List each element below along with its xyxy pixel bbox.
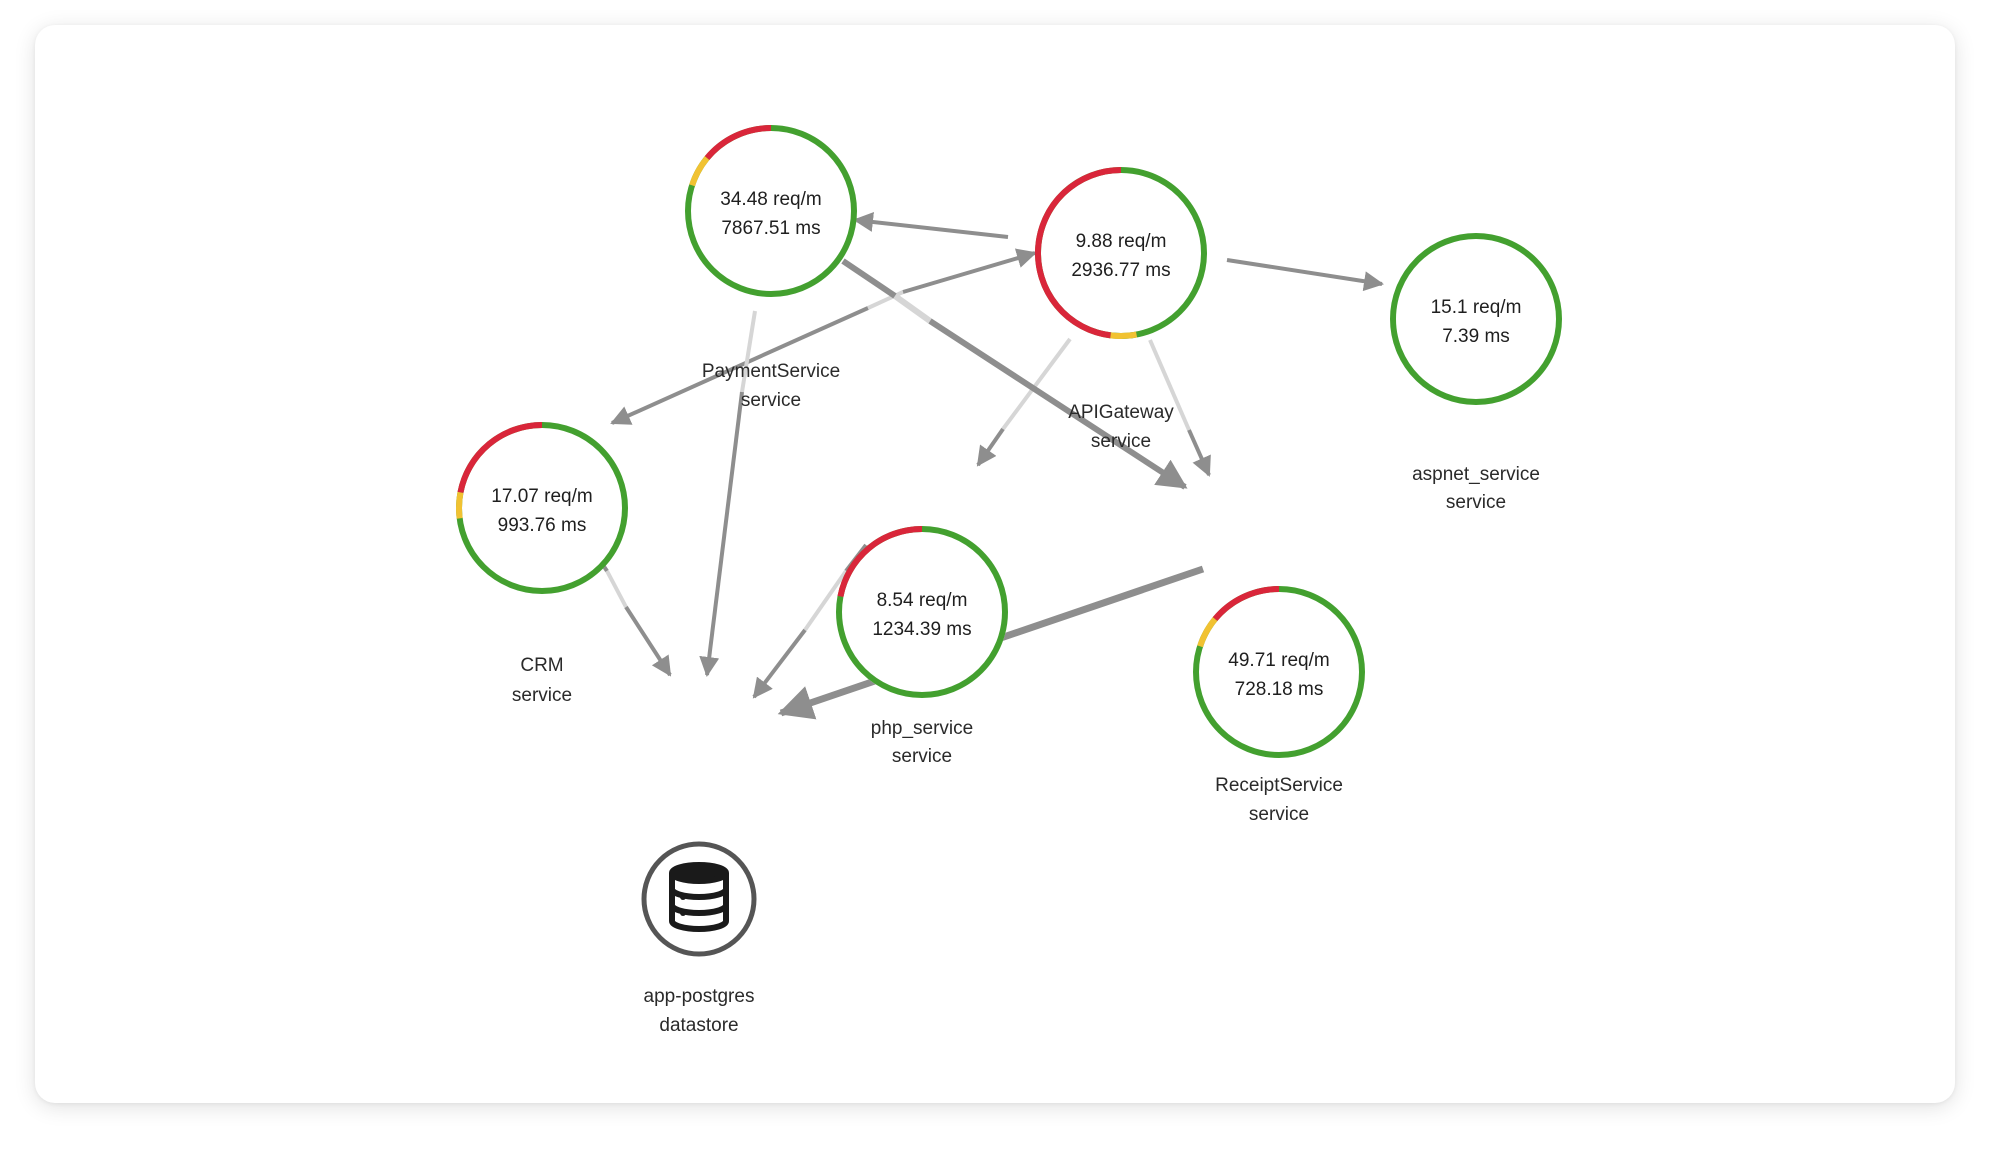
- health-error-arc: [837, 526, 923, 598]
- request-rate: 15.1 req/m: [1431, 297, 1522, 318]
- database-icon: [669, 862, 729, 932]
- node-crm[interactable]: 17.07 req/m 993.76 ms CRM service: [456, 422, 628, 706]
- health-error-arc: [457, 422, 543, 494]
- health-ring: [1390, 233, 1562, 405]
- health-ring: [836, 526, 1008, 698]
- health-warning-arc: [1197, 617, 1218, 648]
- node-background: [456, 422, 628, 594]
- node-kind: service: [1446, 492, 1506, 513]
- node-apigateway[interactable]: 9.88 req/m 2936.77 ms APIGateway service: [1034, 167, 1207, 452]
- database-icon-dots: [680, 894, 686, 916]
- edge-payment-postgres[interactable]: [699, 310, 757, 677]
- node-background: [836, 526, 1008, 698]
- node-php-service[interactable]: 8.54 req/m 1234.39 ms php_service servic…: [836, 526, 1008, 767]
- node-name: CRM: [520, 655, 563, 676]
- node-paymentservice[interactable]: 34.48 req/m 7867.51 ms PaymentService se…: [685, 125, 857, 411]
- request-rate: 8.54 req/m: [877, 590, 968, 611]
- edge-payment-receipt[interactable]: [841, 258, 1188, 490]
- node-kind: service: [741, 390, 801, 411]
- health-warning-arc: [689, 156, 710, 187]
- node-kind: service: [892, 746, 952, 767]
- latency: 1234.39 ms: [872, 619, 971, 640]
- request-rate: 34.48 req/m: [720, 189, 821, 210]
- node-kind: service: [1249, 804, 1309, 825]
- node-kind: service: [1091, 431, 1151, 452]
- health-ring: [685, 125, 857, 297]
- latency: 2936.77 ms: [1071, 260, 1170, 281]
- node-name: app-postgres: [644, 986, 755, 1007]
- node-name: ReceiptService: [1215, 775, 1343, 796]
- node-background: [1193, 586, 1365, 758]
- request-rate: 17.07 req/m: [491, 486, 592, 507]
- health-ring: [456, 422, 628, 594]
- health-error-arc: [1034, 167, 1122, 339]
- service-map-card: 34.48 req/m 7867.51 ms PaymentService se…: [35, 25, 1955, 1103]
- health-ring: [1193, 586, 1365, 758]
- request-rate: 49.71 req/m: [1228, 650, 1329, 671]
- latency: 7867.51 ms: [721, 218, 820, 239]
- node-background: [1035, 167, 1207, 339]
- service-map[interactable]: 34.48 req/m 7867.51 ms PaymentService se…: [35, 25, 1955, 1103]
- request-rate: 9.88 req/m: [1076, 231, 1167, 252]
- node-kind: datastore: [659, 1015, 738, 1036]
- edge-apigateway-receipt[interactable]: [1148, 339, 1211, 477]
- health-warning-arc: [456, 491, 464, 519]
- edge-apigateway-aspnet[interactable]: [1226, 258, 1384, 292]
- health-error-arc: [1212, 586, 1280, 622]
- node-background: [685, 125, 857, 297]
- node-name: APIGateway: [1068, 402, 1174, 423]
- node-kind: service: [512, 685, 572, 706]
- health-ok-arc: [1390, 233, 1562, 405]
- health-ring: [1034, 167, 1207, 339]
- node-name: aspnet_service: [1412, 464, 1540, 485]
- edge-apigateway-payment[interactable]: [853, 212, 1009, 239]
- edge-apigateway-php[interactable]: [976, 337, 1072, 467]
- node-aspnet-service[interactable]: 15.1 req/m 7.39 ms aspnet_service servic…: [1390, 233, 1562, 513]
- nodes: 34.48 req/m 7867.51 ms PaymentService se…: [456, 125, 1562, 1036]
- node-name: PaymentService: [702, 361, 840, 382]
- health-error-arc: [704, 125, 772, 161]
- node-background: [1390, 233, 1562, 405]
- node-name: php_service: [871, 718, 973, 739]
- health-warning-arc: [1110, 331, 1138, 339]
- node-receiptservice[interactable]: 49.71 req/m 728.18 ms ReceiptService ser…: [1193, 586, 1365, 825]
- latency: 993.76 ms: [498, 515, 587, 536]
- latency: 728.18 ms: [1235, 679, 1324, 700]
- latency: 7.39 ms: [1442, 326, 1510, 347]
- node-app-postgres[interactable]: app-postgres datastore: [641, 841, 757, 1036]
